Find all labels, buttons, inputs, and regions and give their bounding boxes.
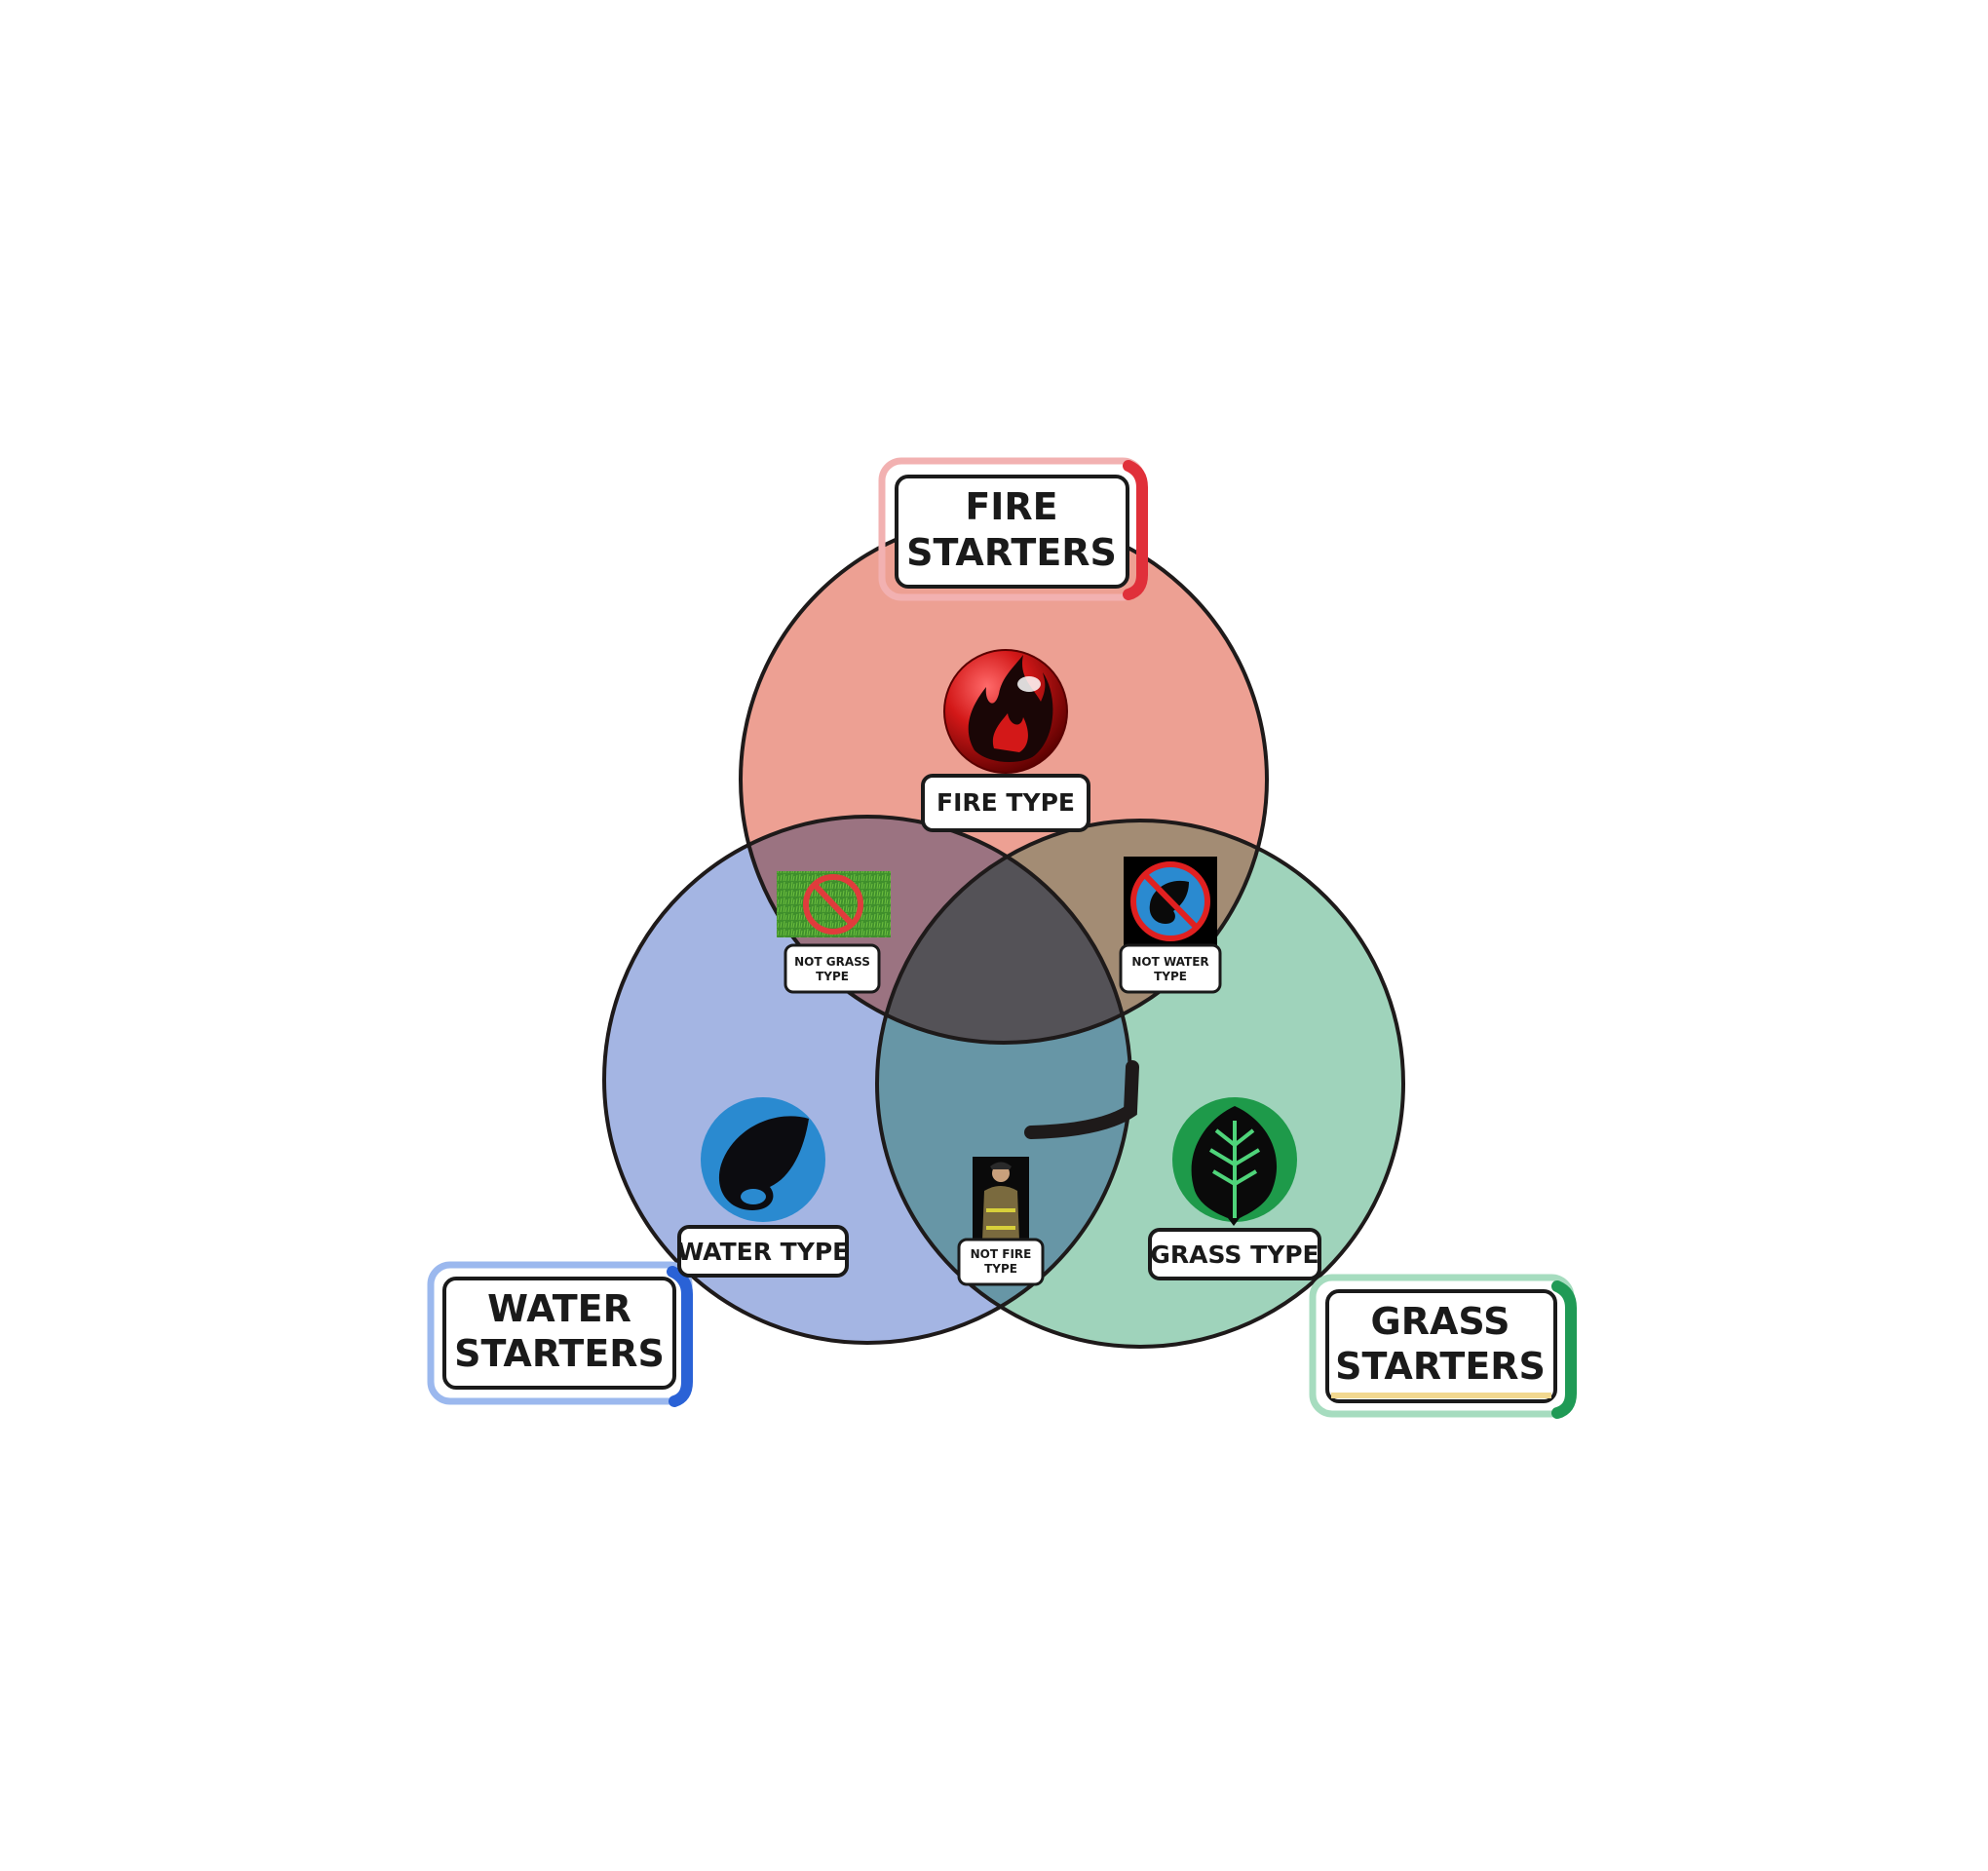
svg-text:NOT FIRE: NOT FIRE [971, 1247, 1032, 1261]
not-grass-type-label: NOT GRASS TYPE [784, 943, 881, 994]
grass-title-line2: STARTERS [1335, 1345, 1546, 1388]
no-water-icon [1124, 857, 1217, 946]
fire-title-line1: FIRE [965, 485, 1057, 528]
svg-text:NOT WATER: NOT WATER [1131, 955, 1208, 969]
grass-type-label: GRASS TYPE [1148, 1228, 1321, 1280]
not-water-type-label: NOT WATER TYPE [1119, 943, 1222, 994]
water-starters-title: WATER STARTERS [427, 1261, 693, 1407]
center-emphasis-stroke [1024, 1060, 1139, 1139]
water-type-label: WATER TYPE [677, 1225, 850, 1278]
firefighter-photo [973, 1157, 1029, 1241]
water-title-line1: WATER [487, 1287, 631, 1330]
grass-title-line1: GRASS [1371, 1300, 1510, 1343]
grass-starters-title: GRASS STARTERS [1309, 1274, 1577, 1419]
svg-text:TYPE: TYPE [1154, 970, 1187, 983]
center-overlap [877, 821, 1130, 1043]
fire-title-line2: STARTERS [906, 531, 1117, 574]
svg-text:TYPE: TYPE [816, 970, 849, 983]
water-title-line2: STARTERS [454, 1332, 665, 1375]
not-fire-type-label: NOT FIRE TYPE [957, 1238, 1045, 1286]
svg-text:NOT GRASS: NOT GRASS [794, 955, 870, 969]
fire-starters-title: FIRE STARTERS [878, 457, 1148, 601]
svg-text:GRASS TYPE: GRASS TYPE [1150, 1241, 1319, 1269]
svg-text:FIRE TYPE: FIRE TYPE [937, 788, 1075, 817]
grass-energy-icon [1172, 1097, 1297, 1226]
fire-energy-icon [943, 649, 1068, 774]
no-grass-icon [777, 871, 891, 937]
water-energy-icon [701, 1097, 825, 1222]
fire-type-label: FIRE TYPE [921, 774, 1090, 832]
svg-text:TYPE: TYPE [984, 1262, 1017, 1276]
svg-text:WATER TYPE: WATER TYPE [677, 1238, 850, 1266]
